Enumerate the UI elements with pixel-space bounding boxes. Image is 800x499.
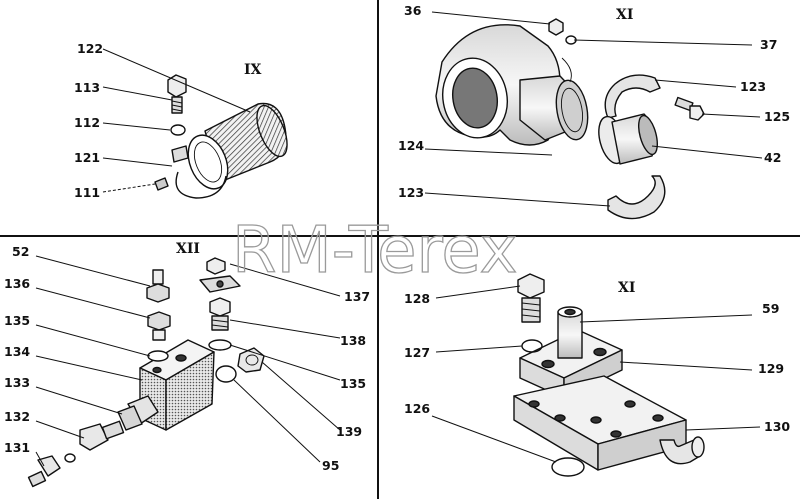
panel-xi-bottom: XI (404, 273, 790, 477)
label-122: 122 (77, 41, 103, 56)
label-124: 124 (398, 138, 424, 153)
leader-135a (35, 324, 151, 357)
hose-122 (187, 102, 288, 190)
label-125: 125 (764, 109, 790, 124)
fitting-52 (146, 269, 170, 303)
watermark: RM-Terex (232, 214, 518, 288)
label-130: 130 (764, 419, 790, 434)
sleeve-42 (598, 113, 659, 165)
fitting-131 (27, 455, 61, 488)
label-129: 129 (758, 361, 784, 376)
bolt-138 (209, 297, 231, 331)
label-132: 132 (4, 409, 30, 424)
plate-130 (513, 375, 705, 471)
washer-135-left (147, 350, 169, 362)
label-137: 137 (344, 289, 370, 304)
o-ring-95 (215, 365, 237, 383)
fitting-136 (147, 311, 171, 341)
label-128: 128 (404, 291, 430, 306)
panel-ix-title: IX (244, 62, 262, 78)
leader-128 (435, 285, 521, 299)
leader-135b (229, 344, 341, 381)
leader-139 (261, 361, 341, 431)
leader-121 (102, 157, 173, 167)
washer-112 (170, 124, 186, 136)
label-135a: 135 (4, 313, 30, 328)
washer-135-right (208, 339, 232, 351)
leader-124 (424, 148, 553, 156)
label-52: 52 (12, 244, 29, 259)
label-37: 37 (760, 37, 777, 52)
o-ring-126 (551, 457, 585, 477)
label-113: 113 (74, 80, 100, 95)
half-ring-123-top (604, 74, 661, 119)
label-111: 111 (74, 185, 100, 200)
label-112: 112 (74, 115, 100, 130)
leader-126 (431, 415, 557, 463)
panel-xi-top-title: XI (616, 7, 633, 23)
nut-132 (79, 420, 125, 451)
label-135b: 135 (340, 376, 366, 391)
leader-112 (102, 122, 171, 131)
clamp-121 (171, 145, 227, 199)
leader-129 (619, 361, 753, 371)
leader-59 (579, 314, 753, 323)
leader-111 (102, 183, 156, 193)
leader-52 (35, 255, 151, 287)
half-ring-123-bottom (607, 175, 666, 220)
leader-132 (35, 420, 85, 439)
washer-small (64, 453, 76, 463)
label-133: 133 (4, 375, 30, 390)
leader-37 (573, 39, 753, 46)
leader-138 (229, 319, 341, 339)
label-131: 131 (4, 440, 30, 455)
leader-36 (431, 11, 551, 25)
bolt-128 (517, 273, 545, 323)
nut-36 (548, 18, 564, 36)
panel-ix: IX 122 113 11 (74, 41, 288, 200)
leader-130 (685, 426, 761, 431)
label-121: 121 (74, 150, 100, 165)
label-127: 127 (404, 345, 430, 360)
leader-127 (435, 345, 523, 353)
panel-xi-bottom-title: XI (618, 280, 635, 296)
leader-136 (35, 287, 151, 319)
leader-123b (424, 192, 611, 207)
label-95: 95 (322, 458, 339, 473)
label-136: 136 (4, 276, 30, 291)
leader-113 (102, 86, 173, 101)
panel-xi-top: XI (398, 3, 790, 220)
label-126: 126 (404, 401, 430, 416)
leader-134 (35, 355, 143, 381)
adapter-133 (117, 395, 159, 431)
elbow-124 (435, 24, 589, 146)
o-ring-127 (521, 339, 543, 353)
label-134: 134 (4, 344, 30, 359)
bolt-125 (674, 96, 705, 121)
leader-123a (654, 79, 737, 88)
leader-131 (35, 451, 45, 467)
label-123b: 123 (398, 185, 424, 200)
panel-xii-title: XII (176, 241, 200, 257)
leader-133 (35, 386, 123, 415)
screw-111 (154, 177, 169, 191)
stack-137 (199, 257, 241, 293)
bolt-113 (167, 74, 187, 114)
leader-95 (233, 379, 321, 463)
label-36: 36 (404, 3, 422, 18)
panel-xii: XII (4, 241, 370, 488)
leader-137 (229, 263, 341, 297)
label-123a: 123 (740, 79, 766, 94)
label-138: 138 (340, 333, 366, 348)
leader-42 (651, 145, 763, 159)
label-42: 42 (764, 150, 781, 165)
leader-122 (102, 48, 251, 113)
label-59: 59 (762, 301, 779, 316)
label-139: 139 (336, 424, 362, 439)
leader-125 (701, 113, 761, 118)
